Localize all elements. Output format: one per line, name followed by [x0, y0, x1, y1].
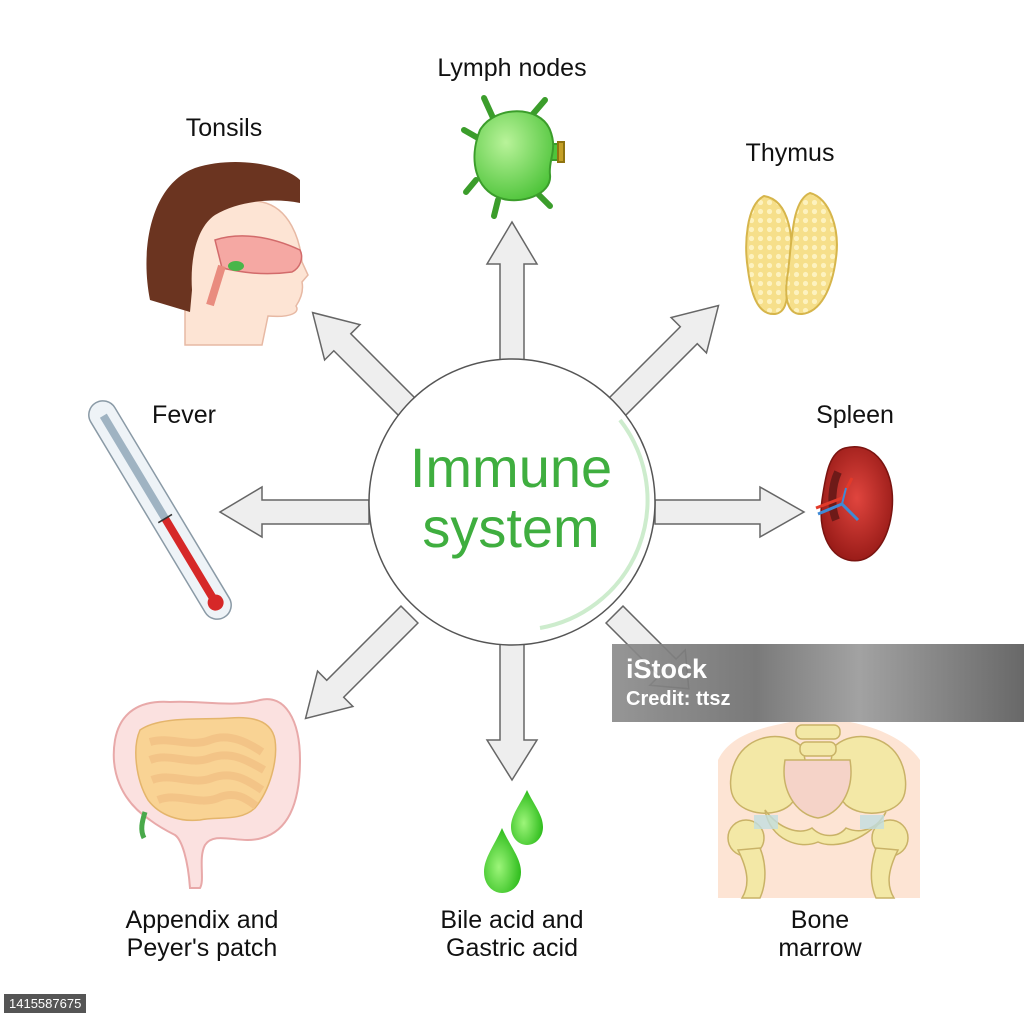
thermometer-icon — [88, 400, 232, 620]
arrow-down — [485, 638, 539, 782]
arrow-upper-right — [604, 304, 720, 420]
label-bone-marrow: Bone marrow — [760, 906, 880, 962]
arrow-upper-left — [311, 311, 420, 420]
label-appendix: Appendix and Peyer's patch — [102, 906, 302, 962]
watermark-credit: Credit: ttsz — [626, 688, 731, 710]
stock-id-badge: 1415587675 — [4, 994, 87, 1013]
center-title-line1: Immune — [409, 436, 613, 499]
pelvis-bone-icon — [718, 722, 920, 899]
label-spleen: Spleen — [816, 401, 894, 429]
thymus-icon — [745, 191, 838, 316]
arrow-left — [218, 485, 370, 539]
acid-drops-icon — [484, 790, 543, 893]
label-acids: Bile acid and Gastric acid — [412, 906, 612, 962]
label-bone-line2: marrow — [778, 934, 862, 962]
spleen-icon — [815, 445, 894, 562]
arrows — [218, 220, 806, 782]
arrow-right — [654, 485, 806, 539]
watermark: iStock Credit: ttsz — [612, 644, 1024, 722]
center-title: Immune system — [368, 438, 654, 558]
arrow-up — [485, 220, 539, 365]
label-thymus: Thymus — [745, 139, 835, 167]
label-fever: Fever — [152, 401, 216, 429]
label-bone-line1: Bone — [790, 906, 850, 934]
tonsils-head-icon — [146, 161, 309, 346]
label-appendix-line1: Appendix and — [125, 906, 279, 934]
label-acids-line1: Bile acid and — [440, 906, 584, 934]
lymph-node-icon — [461, 95, 565, 219]
intestines-icon — [112, 698, 302, 889]
center-circle — [368, 358, 656, 646]
label-acids-line2: Gastric acid — [446, 934, 578, 962]
arrow-lower-left — [304, 604, 420, 720]
label-appendix-line2: Peyer's patch — [126, 934, 278, 962]
label-tonsils: Tonsils — [185, 114, 263, 142]
watermark-logo: iStock — [626, 654, 708, 684]
label-lymph-nodes: Lymph nodes — [437, 54, 587, 82]
center-title-line2: system — [422, 496, 600, 559]
